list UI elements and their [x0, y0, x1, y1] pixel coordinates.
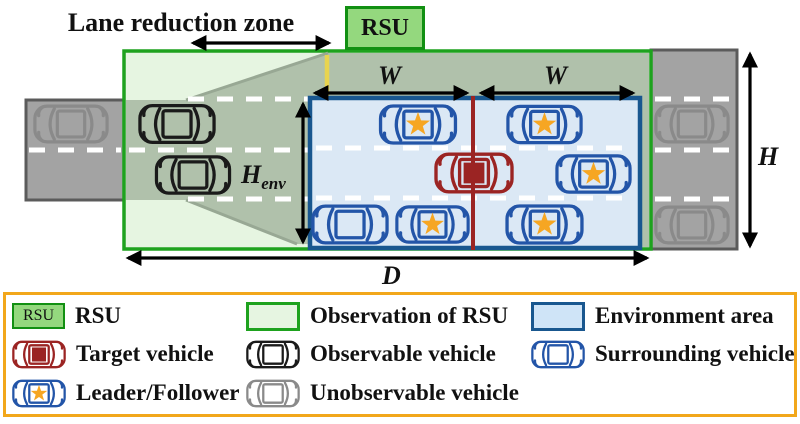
surrounding-vehicle: [311, 204, 389, 245]
lane-taper-edges: [185, 51, 329, 246]
d-label: D: [382, 261, 401, 290]
unobservable-vehicle: [654, 205, 730, 245]
legend-item-rsu: RSU RSU: [12, 300, 121, 332]
leader-follower-vehicle: [506, 104, 583, 145]
leader-follower-vehicle: [505, 204, 584, 245]
observable-vehicle-icon: [246, 340, 300, 368]
leader-follower-vehicle: [378, 104, 458, 145]
target-vehicle-icon: [12, 340, 66, 368]
legend-item-surrounding: Surrounding vehicle: [531, 338, 795, 370]
observable-vehicle: [138, 104, 216, 144]
legend-item-observable: Observable vehicle: [246, 338, 496, 370]
environment-area-icon: [531, 301, 585, 331]
lane-reduction-zone-label: Lane reduction zone: [67, 8, 295, 37]
legend-item-unobservable: Unobservable vehicle: [246, 377, 519, 409]
target-vehicle: [434, 152, 514, 194]
unobservable-vehicle: [654, 104, 730, 144]
observation-area-icon: [246, 301, 300, 331]
unobservable-vehicle: [33, 104, 109, 144]
leader-follower-vehicle: [395, 205, 470, 244]
rsu-box-label: RSU: [360, 14, 409, 41]
w-right-label: W: [544, 61, 568, 90]
observable-vehicle: [154, 155, 232, 195]
leader-follower-vehicle: [555, 154, 632, 194]
legend-item-target: Target vehicle: [12, 338, 214, 370]
surrounding-vehicle-icon: [531, 340, 585, 368]
leader-follower-icon: [12, 379, 66, 407]
legend-item-environment: Environment area: [531, 300, 774, 332]
w-left-label: W: [378, 61, 402, 90]
unobservable-vehicle-icon: [246, 379, 300, 407]
rsu-box: RSU: [345, 6, 425, 50]
legend-item-observation: Observation of RSU: [246, 300, 508, 332]
dimension-arrows: [125, 35, 758, 266]
h-label: H: [758, 142, 779, 171]
legend-item-leader-follower: Leader/Follower: [12, 377, 240, 409]
h-env-label: Henv: [241, 160, 286, 193]
legend: RSU RSU Observation of RSU Environment a…: [3, 292, 797, 417]
rsu-box-icon: RSU: [12, 303, 65, 329]
lane-markings-outer: [29, 96, 734, 202]
